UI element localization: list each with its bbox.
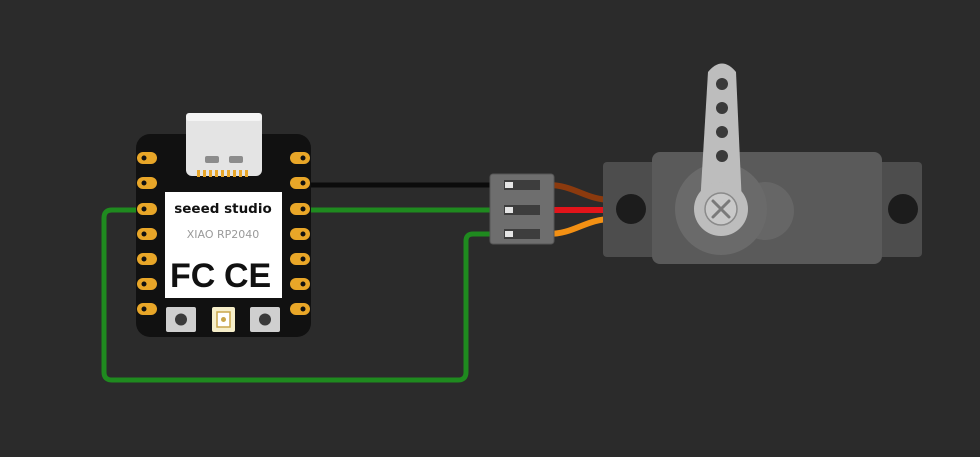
connector-pin-3 bbox=[504, 229, 540, 239]
wires bbox=[101, 182, 515, 383]
servo-horn-screw-icon bbox=[704, 192, 738, 226]
usb-c-port-icon bbox=[186, 113, 262, 177]
fcc-mark: FC bbox=[170, 257, 215, 295]
left-pin-pads bbox=[137, 152, 157, 315]
servo-connector[interactable] bbox=[489, 173, 555, 245]
wire-signal-loop[interactable] bbox=[101, 207, 512, 383]
xiao-rp2040-board[interactable]: seeed studio XIAO RP2040 FC CE bbox=[136, 113, 311, 337]
ce-mark: CE bbox=[224, 257, 271, 295]
reset-button-icon[interactable] bbox=[166, 307, 196, 332]
label-panel bbox=[165, 192, 282, 298]
boot-button-icon[interactable] bbox=[250, 307, 280, 332]
brand-label: seeed studio bbox=[174, 201, 272, 217]
servo-mounting-tabs bbox=[603, 162, 922, 257]
servo-motor[interactable] bbox=[603, 63, 922, 265]
rgb-led-icon bbox=[212, 307, 235, 332]
model-label: XIAO RP2040 bbox=[187, 228, 260, 241]
right-pin-pads bbox=[290, 152, 310, 315]
connector-pin-1 bbox=[504, 180, 540, 190]
connector-pin-2 bbox=[504, 205, 540, 215]
